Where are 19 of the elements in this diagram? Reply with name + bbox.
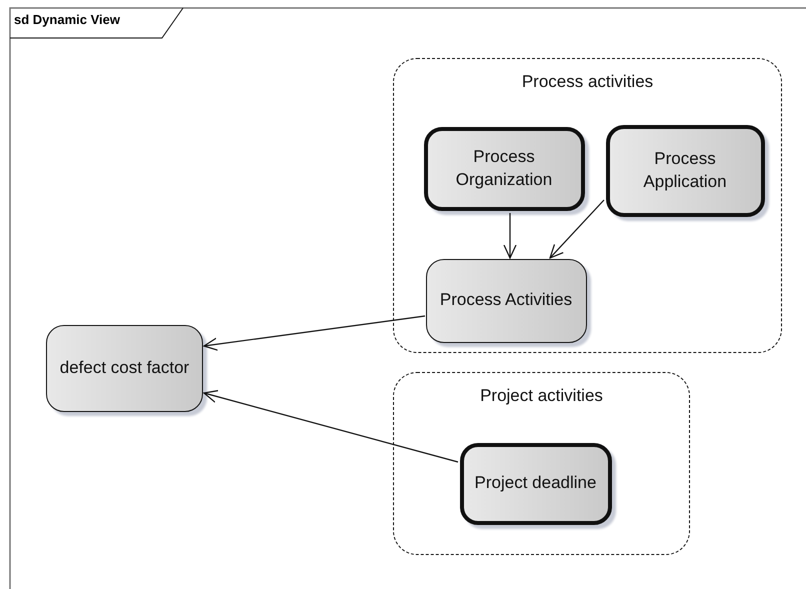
rounded-box: [426, 258, 586, 342]
arrow: [503, 213, 517, 259]
dashed-group-frame: [393, 372, 690, 555]
group-heading: Project activities: [480, 385, 603, 407]
frame-title: sd Dynamic View: [14, 12, 120, 27]
arrow: [203, 315, 426, 351]
arrow: [203, 390, 458, 463]
group-heading: Process activities: [522, 71, 654, 93]
rounded-box: [46, 325, 203, 412]
box-label: defect cost factor: [60, 357, 190, 380]
rounded-box: [460, 442, 612, 524]
box-label: Process Organization: [454, 146, 554, 190]
box-label: Process Application: [642, 148, 728, 192]
dashed-group-frame: [393, 58, 782, 353]
box-label: Project deadline: [474, 472, 596, 494]
arrow: [549, 200, 604, 259]
rounded-box: [606, 124, 764, 216]
box-label: Process Activities: [440, 289, 572, 312]
rounded-box: [424, 126, 584, 210]
